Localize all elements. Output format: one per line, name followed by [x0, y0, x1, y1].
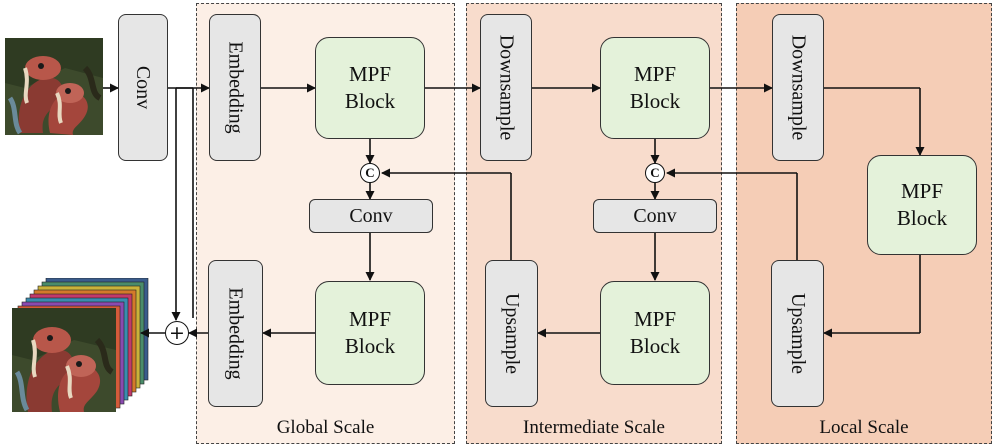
embedding-out-label: Embedding: [225, 287, 247, 380]
upsample-block-intermediate: Upsample: [485, 260, 538, 407]
mpf-label-line2: Block: [629, 334, 681, 358]
input-image: [5, 38, 103, 135]
upsample-block-local: Upsample: [771, 260, 824, 407]
intermediate-scale-label: Intermediate Scale: [523, 417, 665, 438]
input-conv-block: Conv: [118, 14, 168, 161]
mpf-label-line2: Block: [629, 89, 681, 113]
mpf-label-line2: Block: [344, 334, 396, 358]
output-image-stack: [12, 277, 150, 412]
downsample-local-label: Downsample: [787, 34, 810, 141]
embedding-in-block: Embedding: [209, 14, 261, 161]
mpf-label-line1: MPF: [348, 62, 391, 86]
local-scale-label: Local Scale: [819, 417, 909, 438]
downsample-block-local: Downsample: [772, 14, 824, 161]
mpf-label-line1: MPF: [633, 307, 676, 331]
add-symbol: +: [169, 321, 185, 344]
mpf-block-intermediate-top: MPF Block: [600, 37, 710, 139]
mpf-label-line1: MPF: [348, 307, 391, 331]
conv-block-intermediate: Conv: [593, 199, 717, 233]
conv-intermediate-label: Conv: [633, 204, 677, 227]
add-op: +: [165, 321, 189, 345]
upsample-local-label: Upsample: [787, 292, 809, 375]
concat-op-global: C: [360, 163, 380, 183]
mpf-block-global-top: MPF Block: [315, 37, 425, 139]
mpf-label-line1: MPF: [633, 62, 676, 86]
mpf-label-line2: Block: [344, 89, 396, 113]
concat-symbol: C: [365, 165, 375, 180]
embedding-in-label: Embedding: [224, 41, 247, 134]
upsample-intermediate-label: Upsample: [501, 292, 523, 375]
mpf-block-local: MPF Block: [867, 155, 977, 255]
mpf-block-global-bottom: MPF Block: [315, 281, 425, 385]
mpf-block-intermediate-bottom: MPF Block: [600, 281, 710, 385]
embedding-out-block: Embedding: [208, 260, 263, 407]
conv-global-label: Conv: [349, 204, 393, 227]
mpf-label-line2: Block: [896, 206, 948, 230]
global-scale-label: Global Scale: [276, 417, 375, 438]
conv-block-global: Conv: [309, 199, 433, 233]
downsample-intermediate-label: Downsample: [495, 34, 518, 141]
input-conv-label: Conv: [132, 65, 155, 110]
concat-op-intermediate: C: [645, 163, 665, 183]
mpf-label-line1: MPF: [900, 179, 943, 203]
concat-symbol: C: [650, 165, 660, 180]
downsample-block-intermediate: Downsample: [480, 14, 532, 161]
